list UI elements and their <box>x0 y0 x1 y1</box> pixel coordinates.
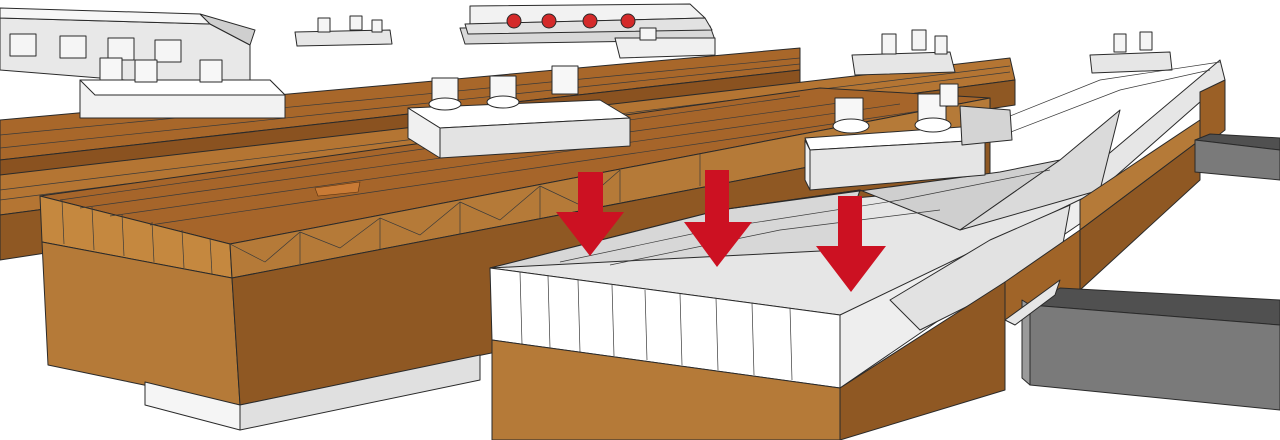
far-right-clamp <box>1089 31 1173 74</box>
front-right-sleeper <box>489 59 1226 440</box>
red-bolt-3 <box>582 13 598 29</box>
front-left-clamp <box>407 65 631 159</box>
red-bolt-4 <box>620 13 636 29</box>
back-clamp-small <box>294 15 393 47</box>
arrow-1 <box>556 172 624 256</box>
back-rail-clamp-left <box>0 7 286 119</box>
arrow-2 <box>684 170 752 267</box>
grey-block-lower <box>1004 279 1280 411</box>
red-bolt-2 <box>541 13 557 29</box>
back-rail-center <box>459 3 716 59</box>
red-bolt-1 <box>506 13 522 29</box>
front-right-clamp <box>804 83 1013 191</box>
arrow-3 <box>816 196 886 292</box>
grey-block-upper <box>1194 133 1280 181</box>
middle-right-clamp <box>851 29 956 76</box>
